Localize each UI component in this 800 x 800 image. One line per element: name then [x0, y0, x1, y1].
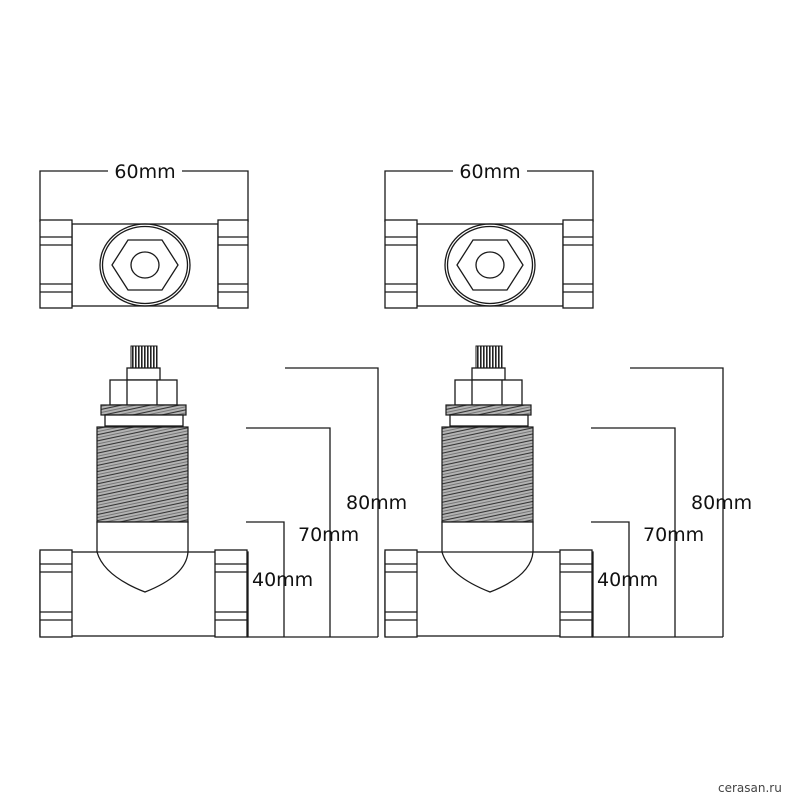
drawing-line — [217, 219, 249, 309]
valve-drawing-left: 60mm — [39, 160, 407, 638]
inner-ring — [446, 225, 534, 305]
end-cap-right — [559, 549, 593, 638]
label-bg — [453, 160, 527, 182]
stem-hole — [475, 251, 505, 279]
lock-ring — [104, 414, 184, 427]
end-cap-right — [562, 219, 594, 309]
drawing-line — [214, 549, 248, 638]
valve-drawing-right: 60mm — [384, 160, 752, 638]
headwork-nut — [109, 379, 178, 406]
drawing-line — [562, 219, 594, 309]
height-40-label: 40mm — [597, 569, 658, 591]
dimension-80-line — [285, 367, 379, 637]
watermark: cerasan.ru — [718, 781, 782, 795]
knurled-spindle — [130, 345, 158, 369]
pipe-body — [416, 223, 564, 307]
label-bg — [108, 160, 182, 182]
dimension-80-line — [630, 367, 724, 637]
dome-insert — [441, 521, 534, 593]
spindle-collar — [471, 367, 506, 381]
height-40-label: 40mm — [252, 569, 313, 591]
hex-nut-icon — [111, 239, 179, 291]
end-cap-left — [39, 219, 73, 309]
stem-hole — [130, 251, 160, 279]
dimension-40-line — [591, 521, 630, 637]
end-cap-left — [384, 549, 418, 638]
drawing-line — [559, 549, 593, 638]
inner-ring — [101, 225, 189, 305]
hex-nut-icon — [456, 239, 524, 291]
height-70-label: 70mm — [298, 524, 359, 546]
height-80-label: 80mm — [691, 492, 752, 514]
top-view: 60mm — [384, 160, 594, 309]
end-cap-right — [214, 549, 248, 638]
flange — [445, 404, 532, 416]
threaded-body — [96, 426, 189, 523]
outer-ring — [444, 223, 536, 307]
lock-ring — [449, 414, 529, 427]
drawing-line — [384, 219, 418, 309]
end-cap-right — [217, 219, 249, 309]
drawing-line — [384, 549, 418, 638]
width-label: 60mm — [459, 161, 520, 183]
drawing-line — [39, 549, 73, 638]
drawing-line — [39, 219, 73, 309]
dome-insert — [96, 521, 189, 593]
dimension-70-line — [591, 427, 676, 637]
side-view: 80mm 70mm 40mm — [384, 345, 752, 638]
top-view: 60mm — [39, 160, 249, 309]
knurled-spindle — [475, 345, 503, 369]
threaded-body — [441, 426, 534, 523]
height-70-label: 70mm — [643, 524, 704, 546]
spindle-collar — [126, 367, 161, 381]
dimension-40-line — [246, 521, 285, 637]
side-view: 80mm 70mm 40mm — [39, 345, 407, 638]
outer-ring — [99, 223, 191, 307]
width-label: 60mm — [114, 161, 175, 183]
flange — [100, 404, 187, 416]
dimension-70-line — [246, 427, 331, 637]
headwork-nut — [454, 379, 523, 406]
end-cap-left — [384, 219, 418, 309]
pipe-body — [71, 223, 219, 307]
end-cap-left — [39, 549, 73, 638]
height-80-label: 80mm — [346, 492, 407, 514]
